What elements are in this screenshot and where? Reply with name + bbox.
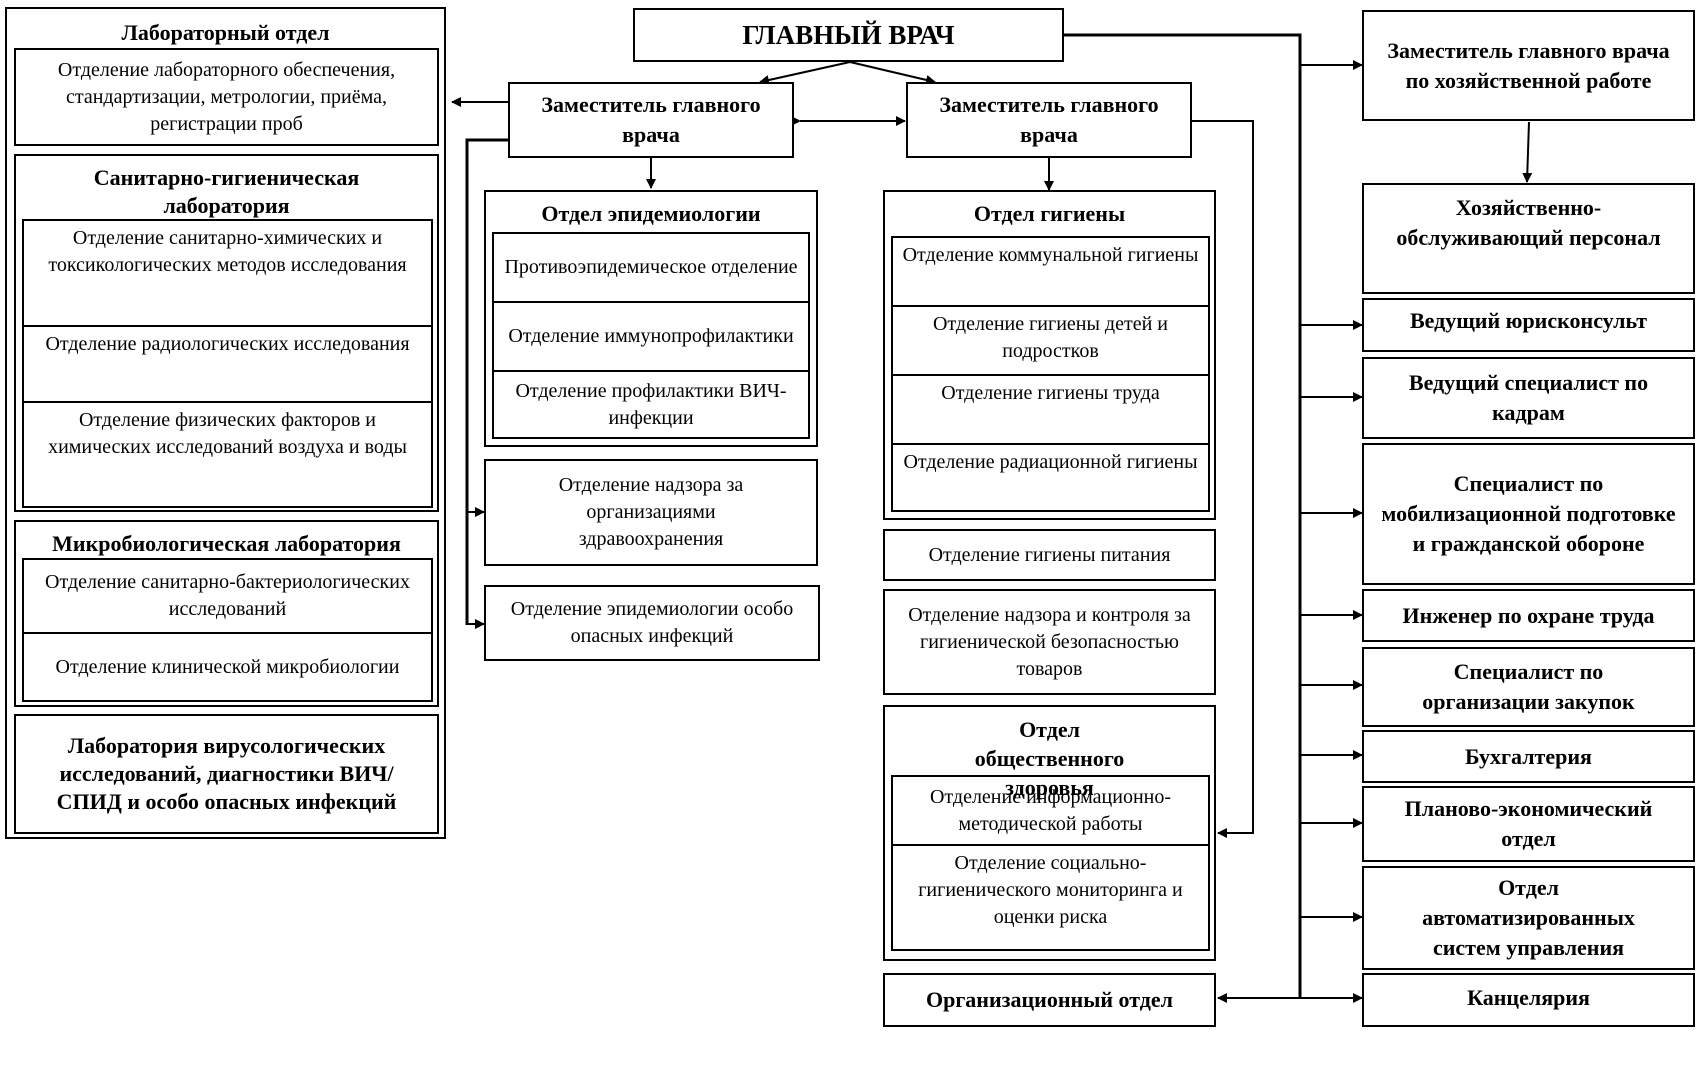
goods-safety-box: Отделение надзора и контроля за гигиенич… <box>883 589 1216 695</box>
arrow-chief-to-left-deputy <box>759 61 851 85</box>
micro-lab-unit: Отделение клинической микробиологии <box>55 655 400 678</box>
service-staff-label: Хозяйственно-обслуживающий персонал <box>1396 195 1661 250</box>
deputy-center-box: Заместитель главного врача <box>906 82 1192 158</box>
hygiene-unit: Отделение коммунальной гигиены <box>893 238 1208 307</box>
deputy-economic-label: Заместитель главного врача по хозяйствен… <box>1387 37 1670 93</box>
deputy-left-label: Заместитель главного врача <box>541 92 761 147</box>
lab-support-unit: Отделение лабораторного обеспечения, ста… <box>14 48 439 146</box>
right-unit: Отдел автоматизированных систем управлен… <box>1362 866 1695 970</box>
chief-label: ГЛАВНЫЙ ВРАЧ <box>742 20 955 50</box>
health-org-supervision-box: Отделение надзора за организациями здрав… <box>484 459 818 566</box>
micro-lab-title: Микробиологическая лаборатория <box>52 531 401 556</box>
right-unit: Ведущий специалист по кадрам <box>1362 357 1695 439</box>
deputy-center-label: Заместитель главного врача <box>939 92 1159 147</box>
hygiene-unit: Отделение гигиены детей и подростков <box>893 307 1208 376</box>
deputy-left-box: Заместитель главного врача <box>508 82 794 158</box>
epidemiology-unit: Отделение иммунопрофилактики <box>494 303 808 372</box>
micro-lab-frame: Микробиологическая лаборатория Отделение… <box>14 520 439 707</box>
sanitary-lab-unit: Отделение физических факторов и химическ… <box>48 409 407 458</box>
health-org-supervision-label: Отделение надзора за организациями здрав… <box>558 474 744 550</box>
hygiene-unit: Отделение радиационной гигиены <box>903 451 1198 473</box>
lab-department-title: Лабораторный отдел <box>121 20 330 45</box>
virus-lab-label: Лаборатория вирусологических исследовани… <box>56 733 397 814</box>
right-unit: Специалист по мобилизационной подготовке… <box>1362 443 1695 585</box>
chief-box: ГЛАВНЫЙ ВРАЧ <box>633 8 1064 62</box>
virus-lab-box: Лаборатория вирусологических исследовани… <box>14 714 439 834</box>
right-unit: Ведущий юрисконсульт <box>1362 298 1695 352</box>
nutrition-box: Отделение гигиены питания <box>883 529 1216 581</box>
sanitary-lab-unit: Отделение санитарно-химических и токсико… <box>24 221 431 327</box>
right-unit: Канцелярия <box>1362 973 1695 1027</box>
hygiene-frame: Отдел гигиены Отделение коммунальной гиг… <box>883 190 1216 520</box>
lab-support-unit-label: Отделение лабораторного обеспечения, ста… <box>57 58 396 135</box>
hygiene-unit: Отделение гигиены труда <box>893 376 1208 445</box>
public-health-unit: Отделение социально-гигиенического монит… <box>918 852 1183 928</box>
org-department-box: Организационный отдел <box>883 973 1216 1027</box>
epidemiology-units: Противоэпидемическое отделение Отделение… <box>492 232 810 439</box>
public-health-units: Отделение информационно-методической раб… <box>891 775 1210 951</box>
dangerous-infections-label: Отделение эпидемиологии особо опасных ин… <box>510 598 794 647</box>
epidemiology-unit: Отделение профилактики ВИЧ-инфекции <box>515 379 787 429</box>
sanitary-lab-title: Санитарно-гигиеническая лаборатория <box>93 165 360 218</box>
goods-safety-label: Отделение надзора и контроля за гигиенич… <box>908 603 1191 680</box>
micro-lab-unit: Отделение санитарно-бактериологических и… <box>24 560 431 634</box>
dangerous-infections-box: Отделение эпидемиологии особо опасных ин… <box>484 585 820 661</box>
sanitary-lab-units: Отделение санитарно-химических и токсико… <box>22 219 433 508</box>
right-unit: Планово-экономический отдел <box>1362 786 1695 862</box>
epidemiology-unit: Противоэпидемическое отделение <box>494 234 808 303</box>
arrow-to-service-staff <box>1522 121 1533 183</box>
hygiene-units: Отделение коммунальной гигиены Отделение… <box>891 236 1210 512</box>
public-health-unit: Отделение информационно-методической раб… <box>893 777 1208 846</box>
epidemiology-title: Отдел эпидемиологии <box>541 201 761 226</box>
arrow-chief-to-center-deputy <box>849 61 936 85</box>
epidemiology-frame: Отдел эпидемиологии Противоэпидемическое… <box>484 190 818 447</box>
public-health-title: Отдел общественного здоровья <box>974 717 1125 800</box>
right-unit: Бухгалтерия <box>1362 730 1695 783</box>
nutrition-label: Отделение гигиены питания <box>928 543 1171 566</box>
micro-lab-units: Отделение санитарно-бактериологических и… <box>22 558 433 702</box>
deputy-economic-box: Заместитель главного врача по хозяйствен… <box>1362 10 1695 121</box>
sanitary-lab-frame: Санитарно-гигиеническая лаборатория Отде… <box>14 154 439 512</box>
hygiene-title: Отдел гигиены <box>973 201 1126 226</box>
org-department-label: Организационный отдел <box>925 987 1174 1012</box>
lab-department-frame: Лабораторный отдел Отделение лабораторно… <box>5 7 446 839</box>
right-unit: Специалист по организации закупок <box>1362 647 1695 727</box>
public-health-frame: Отдел общественного здоровья Отделение и… <box>883 705 1216 961</box>
right-unit: Инженер по охране труда <box>1362 589 1695 642</box>
sanitary-lab-unit: Отделение радиологических исследования <box>24 327 431 403</box>
service-staff-box: Хозяйственно-обслуживающий персонал <box>1362 183 1695 294</box>
